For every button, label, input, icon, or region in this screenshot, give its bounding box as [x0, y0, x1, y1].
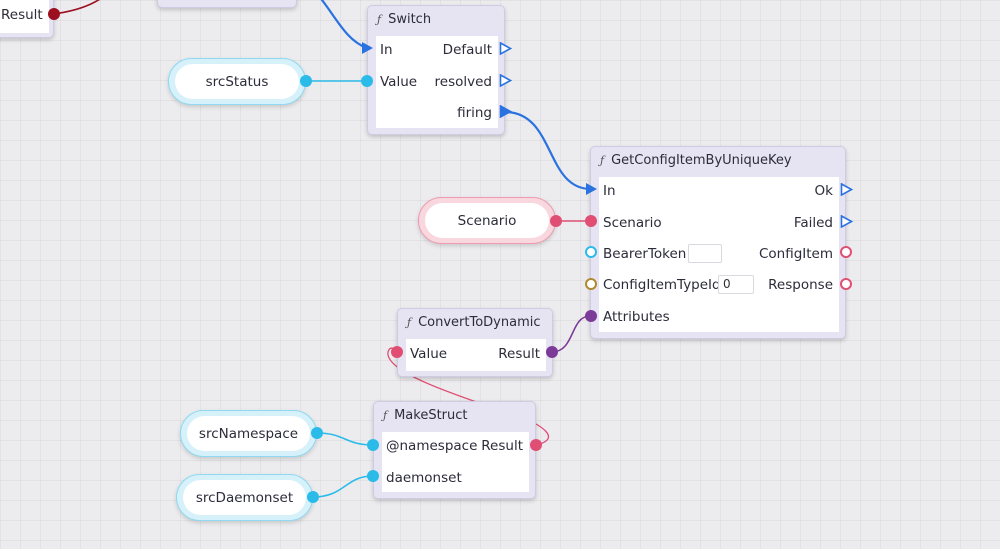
src-status-label: srcStatus	[205, 73, 269, 90]
scenario-variable-label: Scenario	[457, 212, 517, 229]
top-left-result-pin[interactable]	[48, 8, 60, 20]
src-namespace-variable[interactable]: srcNamespace	[180, 410, 317, 457]
get-config-ok-label: Ok	[814, 183, 833, 199]
wire-daemonset-to-struct	[312, 475, 374, 498]
top-center-node[interactable]	[157, 0, 297, 8]
get-config-failed-label: Failed	[793, 215, 833, 231]
get-config-scenario-pin[interactable]	[585, 215, 597, 227]
top-left-node[interactable]: Result	[0, 0, 54, 38]
bearer-token-input[interactable]	[688, 244, 722, 263]
get-config-attributes-pin[interactable]	[585, 310, 597, 322]
scenario-out-pin[interactable]	[550, 215, 562, 227]
make-struct-daemonset-label: daemonset	[386, 470, 462, 486]
function-icon: ƒ	[377, 12, 382, 26]
src-namespace-out-pin[interactable]	[311, 427, 323, 439]
get-config-attributes-label: Attributes	[603, 309, 670, 325]
switch-title: Switch	[388, 11, 432, 27]
function-icon: ƒ	[407, 315, 412, 329]
make-struct-namespace-label: @namespace	[386, 438, 478, 454]
function-icon: ƒ	[383, 408, 388, 422]
src-status-out-pin[interactable]	[300, 75, 312, 87]
scenario-variable[interactable]: Scenario	[418, 197, 556, 244]
get-config-bearer-pin[interactable]	[585, 246, 597, 258]
convert-to-dynamic-title: ConvertToDynamic	[418, 314, 541, 330]
wire-firing-to-get	[504, 110, 591, 191]
src-daemonset-label: srcDaemonset	[195, 489, 294, 506]
get-config-response-label: Response	[768, 277, 833, 293]
get-config-type-id-label: ConfigItemTypeId	[603, 277, 721, 293]
src-daemonset-out-pin[interactable]	[307, 491, 319, 503]
get-config-response-pin[interactable]	[840, 278, 852, 290]
get-config-item-title: GetConfigItemByUniqueKey	[611, 152, 792, 168]
get-config-bearer-label: BearerToken	[603, 246, 687, 262]
wire-top-left-result	[52, 0, 100, 15]
wire-convert-to-attributes	[551, 315, 591, 353]
convert-result-label: Result	[498, 346, 540, 362]
top-left-result-label: Result	[1, 7, 43, 23]
convert-to-dynamic-header[interactable]: ƒ ConvertToDynamic	[398, 309, 552, 335]
get-config-failed-exec-pin[interactable]	[840, 215, 853, 228]
switch-in-exec-pin[interactable]	[362, 42, 373, 54]
wire-exec-into-switch	[320, 0, 368, 50]
switch-resolved-exec-pin[interactable]	[499, 74, 512, 87]
convert-result-pin[interactable]	[546, 346, 558, 358]
make-struct-result-pin[interactable]	[530, 439, 542, 451]
switch-default-label: Default	[442, 42, 492, 58]
switch-resolved-label: resolved	[434, 74, 492, 90]
get-config-item-header[interactable]: ƒ GetConfigItemByUniqueKey	[591, 147, 845, 173]
src-status-variable[interactable]: srcStatus	[168, 58, 306, 105]
get-config-in-label: In	[603, 183, 616, 199]
get-config-type-id-pin[interactable]	[585, 278, 597, 290]
get-config-ok-exec-pin[interactable]	[840, 183, 853, 196]
make-struct-result-label: Result	[481, 438, 523, 454]
switch-node[interactable]: ƒ Switch In Value Default resolved firin…	[367, 5, 505, 135]
make-struct-namespace-pin[interactable]	[367, 439, 379, 451]
make-struct-daemonset-pin[interactable]	[367, 470, 379, 482]
make-struct-node[interactable]: ƒ MakeStruct @namespace daemonset Result	[373, 401, 536, 499]
switch-default-exec-pin[interactable]	[499, 42, 512, 55]
get-config-configitem-label: ConfigItem	[758, 246, 833, 262]
switch-firing-exec-pin[interactable]	[499, 105, 512, 118]
switch-firing-label: firing	[457, 105, 492, 121]
wire-namespace-to-struct	[316, 432, 374, 446]
get-config-in-exec-pin[interactable]	[586, 183, 597, 195]
convert-to-dynamic-node[interactable]: ƒ ConvertToDynamic Value Result	[397, 308, 553, 377]
switch-in-label: In	[380, 42, 393, 58]
get-config-configitem-pin[interactable]	[840, 246, 852, 258]
make-struct-header[interactable]: ƒ MakeStruct	[374, 402, 535, 428]
src-daemonset-variable[interactable]: srcDaemonset	[176, 474, 313, 521]
make-struct-title: MakeStruct	[394, 407, 468, 423]
convert-value-label: Value	[410, 346, 448, 362]
src-namespace-label: srcNamespace	[198, 425, 299, 442]
switch-header[interactable]: ƒ Switch	[368, 6, 504, 32]
convert-value-pin[interactable]	[391, 346, 403, 358]
get-config-scenario-label: Scenario	[603, 215, 662, 231]
function-icon: ƒ	[600, 153, 605, 167]
switch-value-label: Value	[380, 74, 418, 90]
get-config-item-node[interactable]: ƒ GetConfigItemByUniqueKey In Scenario B…	[590, 146, 846, 339]
config-item-type-id-input[interactable]: 0	[718, 275, 754, 294]
switch-value-pin[interactable]	[361, 75, 373, 87]
